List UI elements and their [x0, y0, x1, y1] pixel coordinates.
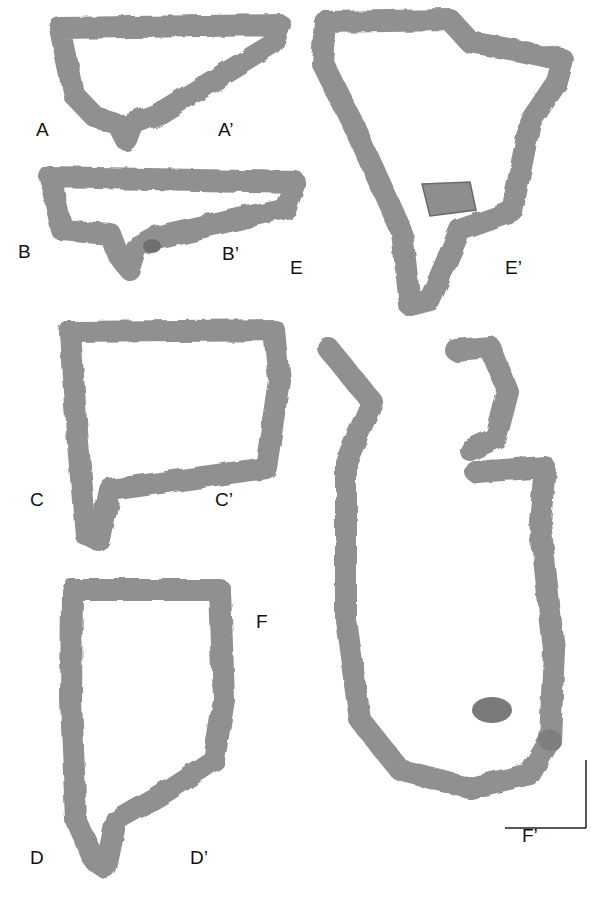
scale-bar	[505, 760, 586, 828]
section-f-left-wall	[328, 348, 550, 788]
panel-label: D’	[190, 848, 208, 867]
section-d	[71, 590, 224, 868]
panel-label: F’	[522, 826, 538, 845]
section-f-upper-right-wall	[456, 347, 508, 450]
section-a	[60, 25, 280, 140]
cell-blob	[143, 239, 161, 253]
section-e	[322, 20, 563, 305]
section-c	[70, 330, 279, 540]
panel-label: E	[290, 258, 303, 277]
panel-label: D	[30, 848, 44, 867]
panel-label: A’	[218, 120, 233, 139]
panel-label: B’	[222, 244, 239, 263]
panel-label: F	[256, 612, 268, 631]
cell-blob	[422, 182, 476, 216]
panel-label: C’	[215, 490, 233, 509]
cell-blob	[472, 697, 512, 723]
panel-label: B	[18, 242, 31, 261]
section-b	[50, 177, 295, 270]
panel-label: E’	[505, 258, 522, 277]
panel-label: C	[30, 490, 44, 509]
panel-label: A	[36, 120, 49, 139]
